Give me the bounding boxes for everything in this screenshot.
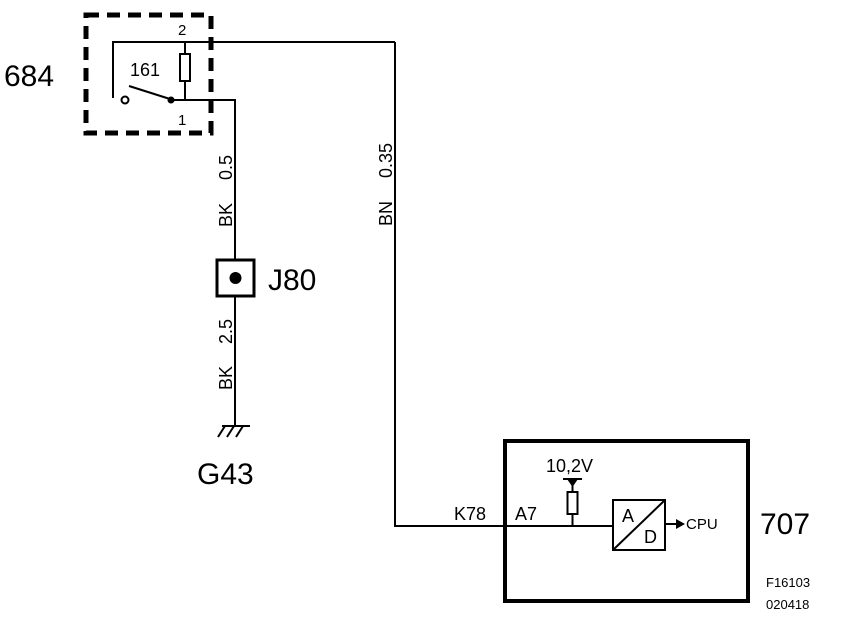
connector-label: K78 <box>454 504 486 524</box>
junction-dot <box>229 272 242 284</box>
junction-j80: J80 <box>215 258 316 298</box>
switch-pin-1-label: 1 <box>178 112 186 129</box>
pullup-resistor-icon <box>566 491 579 515</box>
figure-date: 020418 <box>766 597 809 612</box>
supply-voltage: 10,2V <box>546 456 593 476</box>
switch-module-684: 684 2 1 161 <box>4 12 395 136</box>
right-wire <box>394 42 505 527</box>
adc-digital-label: D <box>644 527 657 547</box>
ground-g43: G43 <box>197 425 254 491</box>
ground-hatch-3 <box>235 425 244 438</box>
adc-diagonal <box>612 499 666 551</box>
adc-analog-label: A <box>622 506 634 526</box>
resistor-icon <box>179 53 191 82</box>
right-wire-color: BN <box>376 201 396 226</box>
ground-id: G43 <box>197 458 254 491</box>
control-unit-border <box>503 439 750 603</box>
left-lower-color: BK <box>216 366 236 390</box>
left-wire-path: 0.5 BK 2.5 BK <box>216 100 236 426</box>
ground-hatch-1 <box>217 425 226 438</box>
switch-blade-icon <box>128 85 171 100</box>
switch-pin-2-label: 2 <box>178 22 186 39</box>
control-unit-id: 707 <box>760 508 810 541</box>
switch-open-contact <box>120 95 130 105</box>
switch-module-border <box>83 12 214 136</box>
ground-hatch-2 <box>226 425 235 438</box>
left-lower-gauge: 2.5 <box>216 319 236 344</box>
junction-id: J80 <box>268 264 316 297</box>
figure-code: F16103 <box>766 575 810 590</box>
cpu-arrow-icon <box>676 519 685 529</box>
switch-module-id: 684 <box>4 60 54 93</box>
right-wire-gauge: 0.35 <box>376 143 396 178</box>
control-unit-707: 707 A7 10,2V A D CPU <box>503 439 810 603</box>
left-upper-color: BK <box>216 203 236 227</box>
left-upper-gauge: 0.5 <box>216 155 236 180</box>
right-wire-path: 0.35 BN K78 <box>376 42 505 527</box>
switch-label: 161 <box>130 60 160 80</box>
cpu-label: CPU <box>686 516 718 533</box>
figure-reference: F16103 020418 <box>766 575 810 612</box>
control-unit-pin: A7 <box>515 504 537 524</box>
switch-internal-top-wire <box>112 41 395 98</box>
